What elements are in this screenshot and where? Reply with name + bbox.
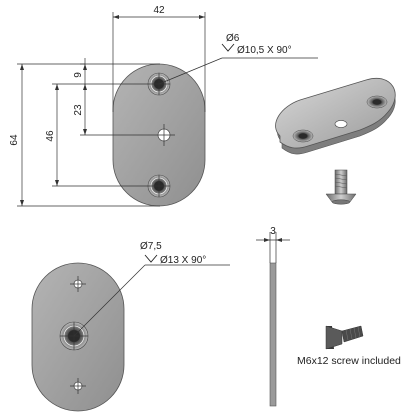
bottom-hole-diameter-label: Ø7,5 bbox=[140, 241, 162, 252]
dimension-top-offset: 9 bbox=[73, 58, 87, 90]
screw-side-view bbox=[325, 325, 364, 350]
iso-screw bbox=[325, 169, 357, 205]
dimension-top-offset-label: 9 bbox=[73, 72, 84, 78]
dimension-width: 42 bbox=[112, 5, 206, 112]
isometric-view bbox=[275, 77, 396, 205]
dimension-height: 64 bbox=[9, 63, 160, 207]
bottom-plate-front-view bbox=[31, 262, 125, 412]
screw-note: M6x12 screw included bbox=[297, 355, 401, 367]
dimension-height-label: 64 bbox=[9, 134, 20, 146]
iso-hole-center bbox=[334, 120, 348, 128]
top-hole-diameter-label: Ø6 bbox=[226, 33, 240, 44]
top-countersink-label: Ø10,5 X 90° bbox=[237, 45, 292, 56]
dimension-thickness-label: 3 bbox=[270, 226, 276, 237]
dimension-hole-spacing-label: 46 bbox=[45, 130, 56, 142]
bottom-hole-callout: Ø7,5 Ø13 X 90° bbox=[73, 241, 230, 337]
dimension-hole-spacing: 46 bbox=[45, 83, 148, 187]
side-view-plate bbox=[269, 262, 277, 407]
countersink-symbol-icon bbox=[221, 43, 235, 52]
dimension-width-label: 42 bbox=[153, 5, 165, 16]
dimension-center-offset-label: 23 bbox=[73, 104, 84, 116]
top-hole-callout: Ø6 Ø10,5 X 90° bbox=[158, 33, 318, 85]
side-view: 3 bbox=[256, 226, 290, 407]
screw-shank bbox=[341, 325, 364, 343]
bottom-countersink-label: Ø13 X 90° bbox=[160, 255, 206, 266]
top-plate-front-view bbox=[112, 63, 206, 207]
countersink-symbol-icon bbox=[144, 254, 158, 263]
